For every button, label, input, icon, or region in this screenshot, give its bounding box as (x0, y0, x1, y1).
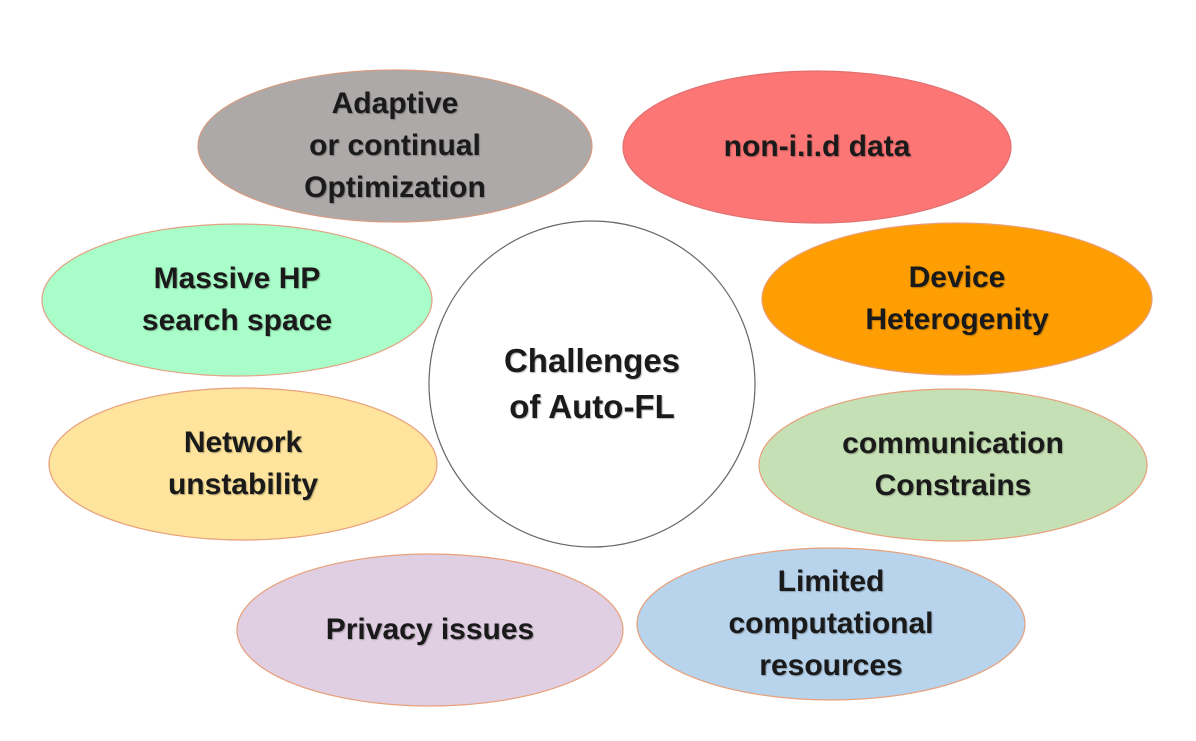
label-line: Optimization (304, 171, 486, 204)
node-privacy-issues-shape (236, 553, 624, 707)
center-title-line: Challenges (503, 342, 681, 380)
node-adaptive-optimization-shape (197, 69, 593, 223)
center-title: Challenges of Auto-FL (429, 221, 755, 547)
center-circle-shape (428, 220, 756, 548)
label-line: computational (728, 607, 934, 640)
node-communication-constrains-shape (758, 388, 1148, 542)
node-limited-computational-resources-shape (636, 547, 1026, 701)
label-line: Heterogenity (865, 303, 1049, 336)
node-network-unstability-label: Network unstability (49, 388, 437, 540)
node-limited-computational-resources-label: Limited computational resources (637, 548, 1025, 700)
label-line: Device (908, 261, 1006, 294)
label-line: Network (183, 426, 303, 459)
node-device-heterogenity-label: Device Heterogenity (762, 223, 1152, 375)
label-line: Privacy issues (325, 613, 535, 646)
node-communication-constrains-label: communication Constrains (759, 389, 1147, 541)
label-line: communication (842, 427, 1064, 460)
node-massive-hp-search-space-shape (41, 223, 433, 377)
label-line: Adaptive (331, 87, 459, 120)
label-line: non-i.i.d data (723, 130, 911, 163)
label-line: or continual (309, 129, 481, 162)
node-massive-hp-search-space-label: Massive HP search space (42, 224, 432, 376)
label-line: Limited (777, 565, 885, 598)
label-line: Massive HP (153, 262, 321, 295)
node-privacy-issues-label: Privacy issues (237, 554, 623, 706)
label-line: unstability (167, 468, 318, 501)
node-network-unstability-shape (48, 387, 438, 541)
node-non-iid-data-shape (622, 70, 1012, 224)
label-line: Constrains (874, 469, 1032, 502)
label-line: search space (141, 304, 333, 337)
center-title-line: of Auto-FL (509, 388, 675, 425)
node-adaptive-optimization-label: Adaptive or continual Optimization (198, 70, 592, 222)
label-line: resources (759, 649, 903, 682)
node-device-heterogenity-shape (761, 222, 1153, 376)
node-non-iid-data-label: non-i.i.d data (623, 71, 1011, 223)
